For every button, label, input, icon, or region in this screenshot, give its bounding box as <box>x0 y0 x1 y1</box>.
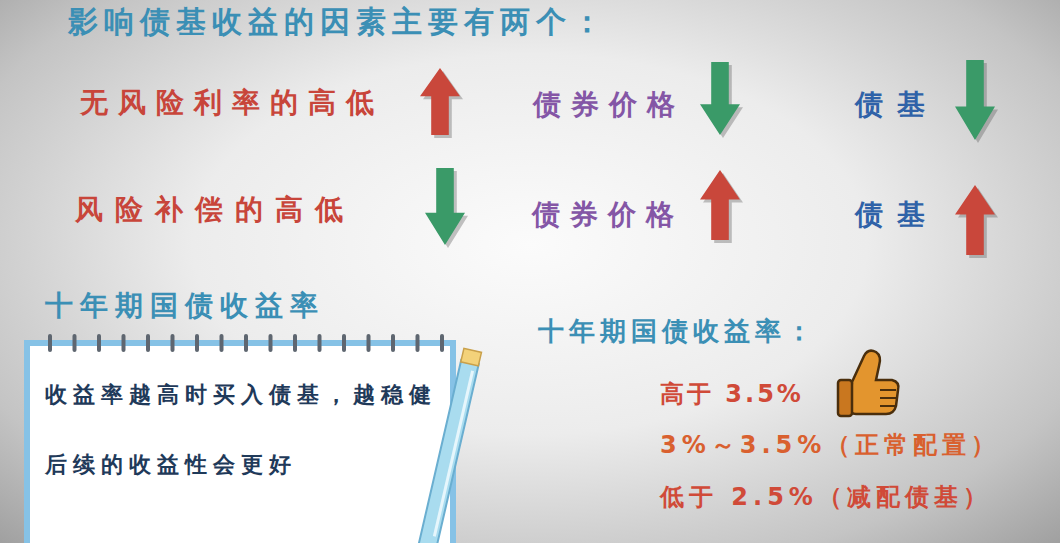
notebook-ring <box>122 334 126 352</box>
notebook-box: 十年期国债收益率收益率越高时买入债基，越稳健 后续的收益性会更好 <box>25 285 455 543</box>
pen-cap <box>461 348 482 366</box>
thumb-finger-line <box>880 389 896 391</box>
notebook-ring <box>48 334 52 352</box>
notebook-ring <box>440 334 444 352</box>
notebook <box>27 334 453 543</box>
up-arrow <box>420 68 460 135</box>
factor-label: 无风险利率的高低 <box>80 86 384 120</box>
notebook-ring <box>146 334 150 352</box>
thumb-finger-line <box>880 397 896 399</box>
notebook-ring <box>293 334 297 352</box>
fund-label: 债基 <box>855 198 939 232</box>
down-arrow <box>425 168 465 245</box>
notebook-ring <box>367 334 371 352</box>
yield-level: 低于 2.5%（减配债基） <box>660 483 992 512</box>
yield-level: 高于 3.5% <box>660 380 804 409</box>
up-arrow <box>955 185 995 255</box>
notebook-ring <box>171 334 175 352</box>
box-heading: 十年期国债收益率 <box>45 289 325 323</box>
fund-label: 债基 <box>855 88 939 122</box>
section-heading: 十年期国债收益率： <box>538 316 817 347</box>
thumb-cuff <box>838 380 852 416</box>
title: 影响债基收益的因素主要有两个： <box>68 4 608 40</box>
notebook-ring <box>97 334 101 352</box>
notebook-ring <box>416 334 420 352</box>
notebook-ring <box>73 334 77 352</box>
thumb-finger-line <box>880 405 896 407</box>
down-arrow <box>955 60 995 140</box>
notebook-frame <box>27 343 453 543</box>
notebook-ring <box>244 334 248 352</box>
notebook-ring <box>220 334 224 352</box>
yield-level: 3%～3.5%（正常配置） <box>660 431 1000 460</box>
factor-label: 风险补偿的高低 <box>75 193 355 227</box>
pen <box>418 348 481 543</box>
notebook-ring <box>269 334 273 352</box>
pen-highlight <box>433 370 474 536</box>
price-label: 债券价格 <box>532 198 684 232</box>
notebook-ring <box>318 334 322 352</box>
up-arrow <box>700 170 740 240</box>
notebook-ring <box>391 334 395 352</box>
down-arrow <box>700 62 740 135</box>
notebook-ring <box>342 334 346 352</box>
box-body: 收益率越高时买入债基，越稳健 后续的收益性会更好 <box>45 360 449 500</box>
notebook-ring <box>195 334 199 352</box>
thumb-hand <box>850 351 898 414</box>
price-label: 债券价格 <box>533 88 685 122</box>
thumbs-up-icon <box>838 351 898 416</box>
